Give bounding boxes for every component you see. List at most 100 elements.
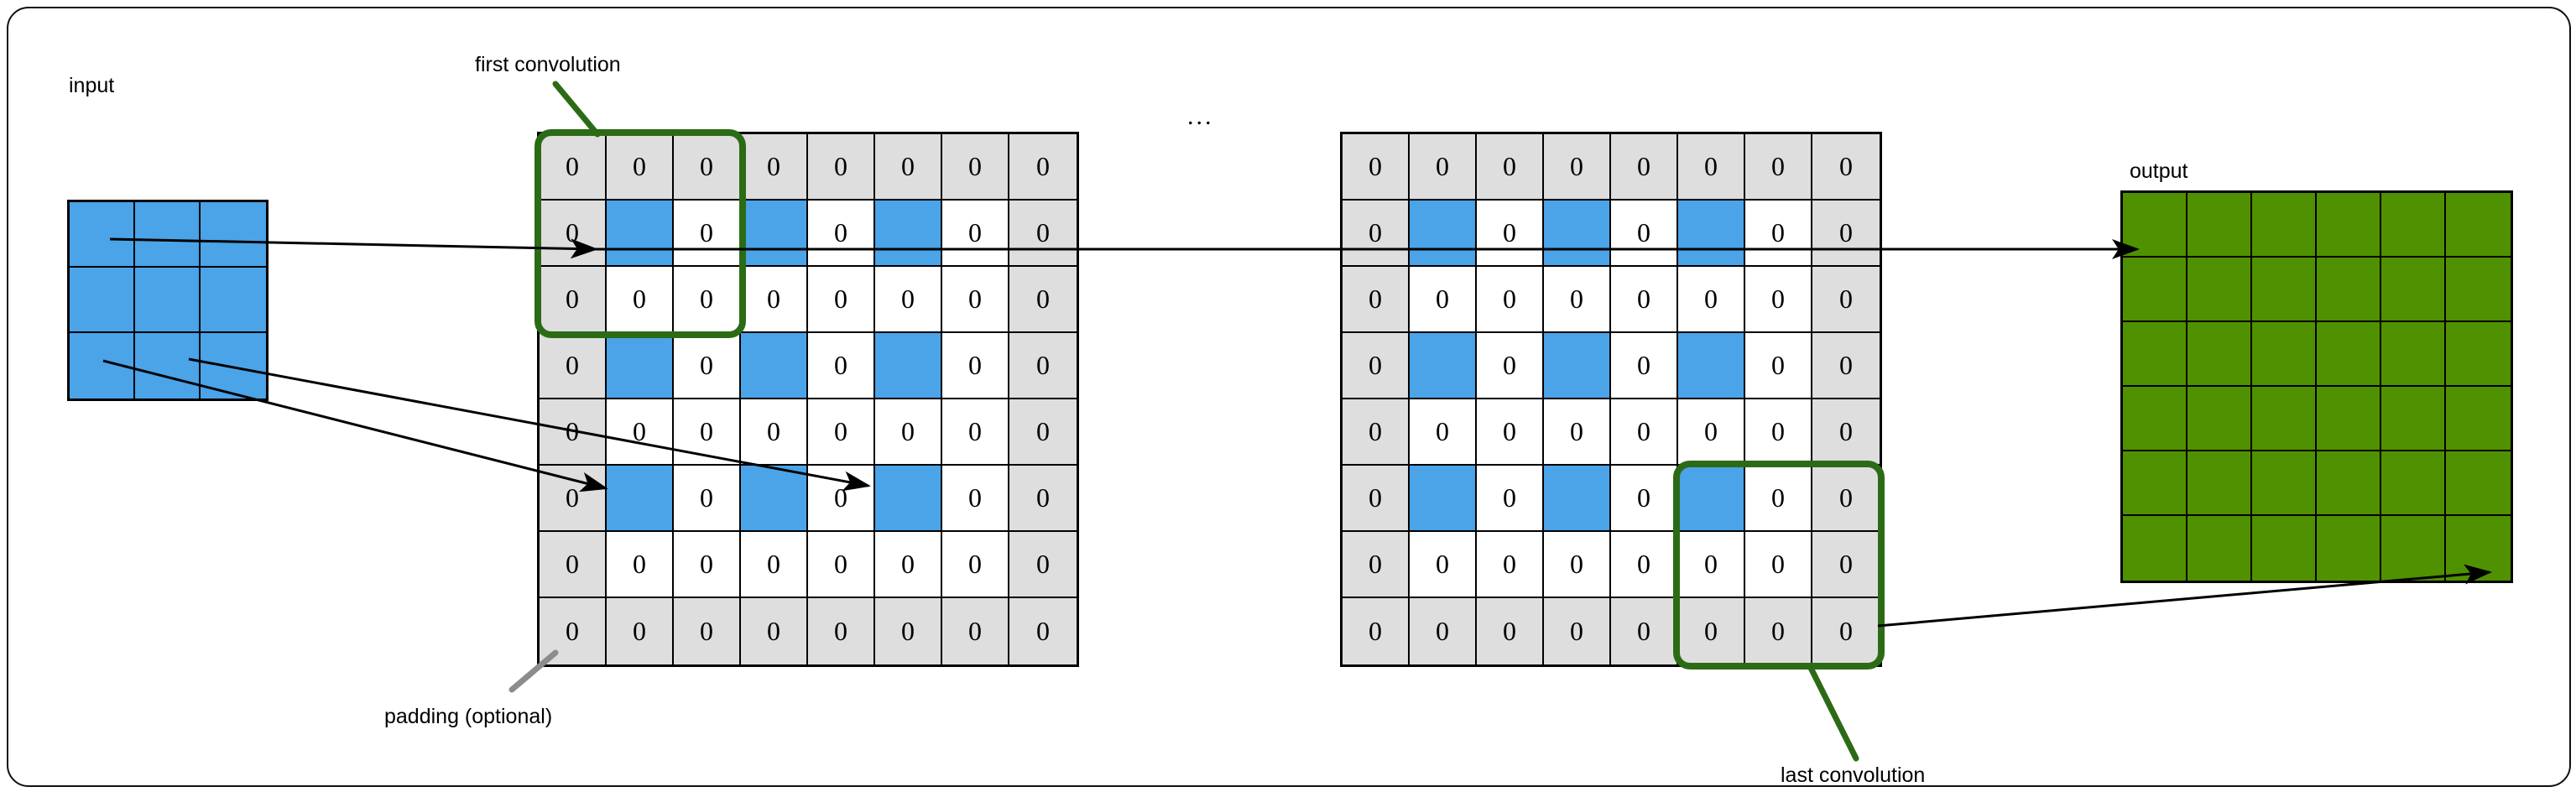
output-grid-cell (2123, 322, 2188, 387)
feature-map-2-cell: 0 (1745, 598, 1812, 664)
feature-map-2-cell: 0 (1611, 333, 1678, 399)
feature-map-2-cell: 0 (1678, 598, 1745, 664)
feature-map-1-cell: 0 (875, 532, 942, 598)
feature-map-2-cell: 0 (1343, 532, 1410, 598)
leader-padding-optional (508, 649, 559, 693)
output-grid-cell (2123, 516, 2188, 581)
output-grid-cell (2188, 451, 2252, 516)
input-grid-cell (70, 202, 135, 268)
output-grid-cell (2188, 387, 2252, 451)
feature-map-2-cell: 0 (1544, 267, 1611, 333)
feature-map-1-cell: 0 (808, 399, 875, 466)
feature-map-2-cell (1544, 466, 1611, 532)
output-grid-cell (2123, 387, 2188, 451)
output-grid-cell (2317, 322, 2381, 387)
feature-map-2-cell: 0 (1343, 598, 1410, 664)
feature-map-1-cell: 0 (1009, 532, 1077, 598)
feature-map-2-cell: 0 (1745, 333, 1812, 399)
feature-map-1-cell: 0 (607, 598, 674, 664)
feature-map-2-cell: 0 (1410, 598, 1477, 664)
feature-map-1-cell: 0 (1009, 333, 1077, 399)
feature-map-1-cell: 0 (808, 267, 875, 333)
feature-map-1-cell (607, 201, 674, 267)
last-convolution-label: last convolution (1781, 763, 1926, 787)
output-grid-cell (2317, 258, 2381, 322)
feature-map-1-cell: 0 (674, 466, 741, 532)
feature-map-2-cell: 0 (1812, 532, 1880, 598)
feature-map-1-cell: 0 (875, 267, 942, 333)
output-label: output (2130, 159, 2188, 183)
feature-map-1-cell: 0 (607, 134, 674, 201)
output-grid-cell (2381, 322, 2446, 387)
feature-map-2-cell: 0 (1343, 466, 1410, 532)
feature-map-2-cell: 0 (1611, 598, 1678, 664)
feature-map-2-cell: 0 (1745, 134, 1812, 201)
feature-map-2-cell: 0 (1477, 466, 1544, 532)
feature-map-2-cell: 0 (1477, 134, 1544, 201)
input-grid-cell (201, 268, 266, 333)
output-grid-cell (2188, 322, 2252, 387)
feature-map-1-cell (875, 201, 942, 267)
input-grid-cell (70, 268, 135, 333)
feature-map-2-cell: 0 (1477, 598, 1544, 664)
output-grid-cell (2446, 193, 2511, 258)
feature-map-2-cell: 0 (1745, 201, 1812, 267)
output-grid-cell (2317, 516, 2381, 581)
feature-map-2-cell (1410, 201, 1477, 267)
output-grid-cell (2381, 451, 2446, 516)
output-grid-cell (2446, 322, 2511, 387)
output-grid-cell (2252, 516, 2317, 581)
feature-map-1-cell: 0 (875, 134, 942, 201)
feature-map-1-cell: 0 (1009, 267, 1077, 333)
feature-map-1-cell (741, 201, 808, 267)
feature-map-2-cell: 0 (1745, 466, 1812, 532)
feature-map-1-cell: 0 (1009, 466, 1077, 532)
feature-map-1-cell: 0 (674, 333, 741, 399)
feature-map-2-cell: 0 (1343, 134, 1410, 201)
feature-map-1-cell: 0 (674, 532, 741, 598)
feature-map-2-cell: 0 (1544, 399, 1611, 466)
feature-map-2-cell (1544, 201, 1611, 267)
feature-map-1-cell (875, 466, 942, 532)
feature-map-2-cell (1678, 333, 1745, 399)
feature-map-1-cell: 0 (674, 598, 741, 664)
feature-map-1-cell: 0 (808, 532, 875, 598)
input-grid-cell (201, 202, 266, 268)
feature-map-1-cell: 0 (540, 333, 607, 399)
feature-map-1-cell: 0 (942, 201, 1009, 267)
output-grid-cell (2252, 322, 2317, 387)
output-grid-cell (2252, 193, 2317, 258)
feature-map-1-cell: 0 (741, 267, 808, 333)
feature-map-1-cell: 0 (741, 532, 808, 598)
feature-map-2-cell: 0 (1410, 532, 1477, 598)
feature-map-2-cell: 0 (1343, 201, 1410, 267)
feature-map-2-cell: 0 (1343, 267, 1410, 333)
feature-map-2-cell: 0 (1410, 267, 1477, 333)
feature-map-2-cell: 0 (1678, 532, 1745, 598)
input-grid-cell (135, 202, 201, 268)
feature-map-1-cell: 0 (942, 466, 1009, 532)
input-grid (67, 200, 269, 401)
feature-map-1-cell (875, 333, 942, 399)
connector-overlay (102, 81, 2492, 762)
feature-map-1-cell: 0 (1009, 598, 1077, 664)
leader-first-convolution (552, 81, 601, 138)
feature-map-1-cell: 0 (1009, 201, 1077, 267)
feature-map-1-cell: 0 (808, 333, 875, 399)
feature-map-1-cell (607, 466, 674, 532)
output-grid-cell (2252, 258, 2317, 322)
feature-map-1-cell: 0 (875, 399, 942, 466)
feature-map-1-cell: 0 (1009, 399, 1077, 466)
output-grid-cell (2317, 451, 2381, 516)
output-grid-cell (2381, 193, 2446, 258)
feature-map-2-cell: 0 (1812, 134, 1880, 201)
feature-map-2-cell: 0 (1343, 333, 1410, 399)
feature-map-1-cell: 0 (808, 201, 875, 267)
feature-map-2-cell: 0 (1812, 201, 1880, 267)
feature-map-1-cell: 0 (875, 598, 942, 664)
feature-map-1-cell: 0 (540, 267, 607, 333)
feature-map-2-cell: 0 (1812, 267, 1880, 333)
feature-map-1-cell: 0 (607, 267, 674, 333)
feature-map-2-cell: 0 (1544, 134, 1611, 201)
